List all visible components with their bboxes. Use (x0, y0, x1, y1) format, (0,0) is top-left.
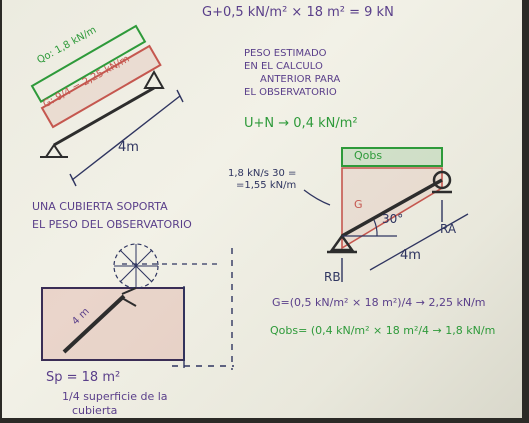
area-note-line: Sp = 18 m² (46, 370, 121, 385)
right-beam-roller (432, 170, 452, 190)
left-beam-diagram (30, 24, 184, 187)
roof-quarter-square (41, 287, 185, 361)
estimated-note-line: EN EL CALCULO (244, 61, 323, 72)
right-beam-line (341, 178, 443, 238)
live-load-note: U+N → 0,4 kN/m² (244, 116, 358, 131)
notebook-page: G+0,5 kN/m² × 18 m² = 9 kN PESO ESTIMADO… (2, 0, 522, 418)
area-note-line: cubierta (72, 404, 118, 417)
area-note-line: 1/4 superficie de la (62, 390, 168, 403)
left-beam-length: 4m (118, 140, 139, 155)
estimated-note-line: PESO ESTIMADO (244, 48, 327, 59)
left-beam-pin (44, 143, 64, 158)
left-beam-roller (143, 69, 165, 89)
sketch-drawings (30, 24, 469, 370)
right-beam-g-label: G (354, 198, 363, 211)
left-beam-green-load (30, 24, 147, 103)
estimated-note-line: ANTERIOR PARA (260, 74, 341, 85)
formula-qobs: Qobs= (0,4 kN/m² × 18 m²/4 → 1,8 kN/m (270, 324, 496, 337)
right-beam-rb: RB (324, 270, 341, 284)
roof-caption-line: EL PESO DEL OBSERVATORIO (32, 218, 192, 231)
roof-caption-line: UNA CUBIERTA SOPORTA (32, 200, 168, 213)
side-note-line: 1,8 kN/s 30 = (228, 168, 297, 179)
estimated-note-line: EL OBSERVATORIO (244, 87, 337, 98)
right-beam-qobs-box (341, 147, 443, 167)
right-beam-pin (329, 233, 355, 252)
side-note-line: =1,55 kN/m (236, 180, 297, 191)
formula-g: G=(0,5 kN/m² × 18 m²)/4 → 2,25 kN/m (272, 296, 486, 309)
observatory-sketch (41, 243, 234, 370)
right-beam-qobs-label: Qobs (354, 149, 383, 162)
left-beam-line (53, 86, 155, 147)
load-header: G+0,5 kN/m² × 18 m² = 9 kN (202, 5, 394, 20)
right-beam-ra: RA (440, 222, 457, 236)
right-beam-diagram (303, 147, 469, 282)
right-beam-length: 4m (400, 248, 421, 263)
right-beam-angle: 30° (382, 212, 404, 226)
left-beam-red-load (40, 44, 162, 129)
